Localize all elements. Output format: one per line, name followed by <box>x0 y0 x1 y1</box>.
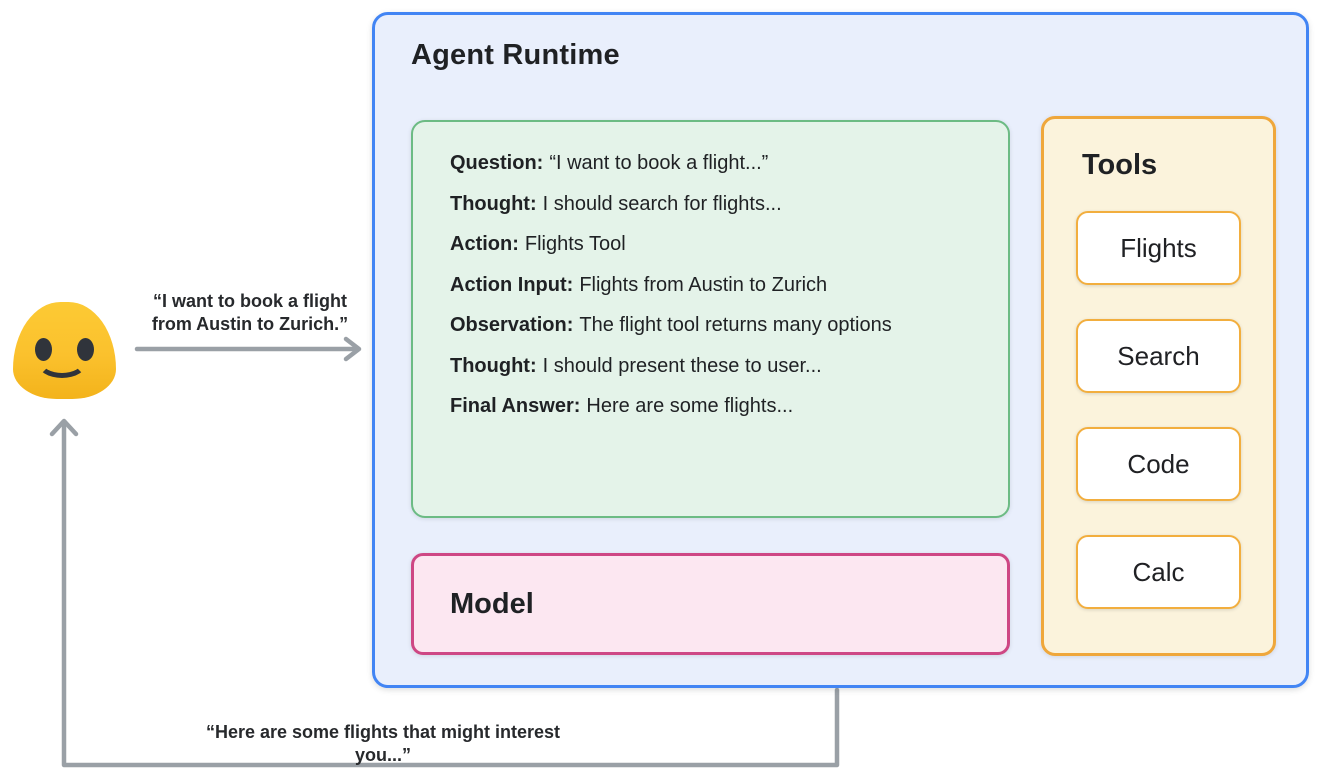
scratchpad-line-action-input: Action Input:Flights from Austin to Zuri… <box>450 265 984 306</box>
tool-button-calc: Calc <box>1076 535 1241 609</box>
react-scratchpad-box: Question:“I want to book a flight...” Th… <box>411 120 1010 518</box>
scratchpad-text: I should search for flights... <box>542 192 782 215</box>
scratchpad-text: Flights from Austin to Zurich <box>579 273 828 296</box>
scratchpad-line-question: Question:“I want to book a flight...” <box>450 143 984 184</box>
scratchpad-line-observation: Observation:The flight tool returns many… <box>450 305 984 346</box>
request-arrow <box>134 336 362 362</box>
scratchpad-text: “I want to book a flight...” <box>549 152 769 174</box>
scratchpad-label: Question: <box>450 152 544 174</box>
user-request-line: from Austin to Zurich.” <box>151 314 349 334</box>
scratchpad-label: Thought: <box>450 354 537 377</box>
model-box: Model <box>411 553 1010 655</box>
scratchpad-text: Here are some flights... <box>586 395 794 417</box>
scratchpad-label: Thought: <box>450 192 537 215</box>
tool-button-search: Search <box>1076 319 1241 393</box>
scratchpad-label: Action: <box>450 233 519 255</box>
user-emoji <box>13 302 116 399</box>
scratchpad-label: Action Input: <box>450 273 574 296</box>
tools-title: Tools <box>1082 149 1158 181</box>
user-response-label: “Here are some flights that might intere… <box>205 722 561 765</box>
agent-runtime-title: Agent Runtime <box>411 39 620 71</box>
tool-button-code: Code <box>1076 427 1241 501</box>
user-request-line: “I want to book a flight <box>153 291 347 311</box>
scratchpad-text: I should present these to user... <box>542 354 822 377</box>
scratchpad-text: The flight tool returns many options <box>579 314 892 336</box>
scratchpad-label: Observation: <box>450 314 574 336</box>
agent-runtime-panel: Agent Runtime Question:“I want to book a… <box>372 12 1309 688</box>
scratchpad-line-action: Action:Flights Tool <box>450 224 984 265</box>
user-request-label: “I want to book a flight from Austin to … <box>133 290 367 336</box>
scratchpad-text: Flights Tool <box>524 233 626 255</box>
emoji-smile <box>37 346 87 378</box>
model-label: Model <box>450 587 534 620</box>
tools-panel: Tools Flights Search Code Calc <box>1041 116 1276 656</box>
scratchpad-label: Final Answer: <box>450 395 581 417</box>
scratchpad-line-thought-1: Thought:I should search for flights... <box>450 184 984 225</box>
tool-button-flights: Flights <box>1076 211 1241 285</box>
scratchpad-line-final-answer: Final Answer:Here are some flights... <box>450 386 984 427</box>
scratchpad-line-thought-2: Thought:I should present these to user..… <box>450 346 984 387</box>
tools-stack: Flights Search Code Calc <box>1044 211 1273 609</box>
